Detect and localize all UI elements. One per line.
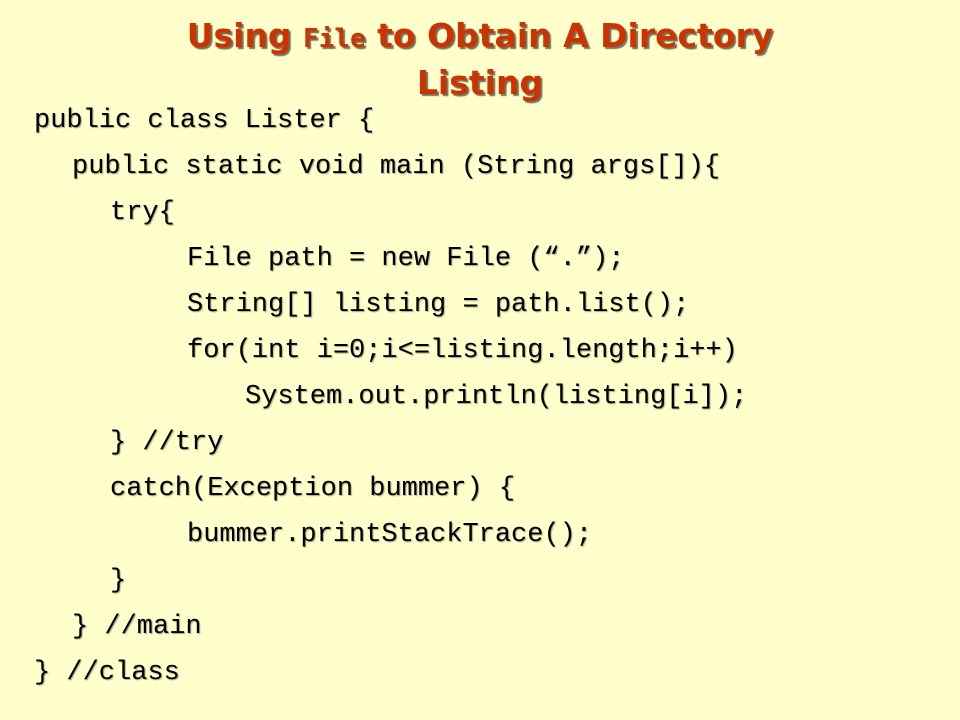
code-line-2: public static void main (String args[]){ — [72, 152, 721, 182]
code-line-1: public class Lister { — [34, 106, 375, 136]
code-line-10: bummer.printStackTrace(); — [187, 520, 593, 550]
title-text-start: Using — [186, 16, 304, 55]
title-line-1: Using File to Obtain A Directory — [0, 14, 960, 61]
title-line-2: Listing — [416, 63, 544, 102]
code-line-11: } — [110, 566, 127, 596]
code-line-4: File path = new File (“.”); — [187, 244, 625, 274]
code-line-6: for(int i=0;i<=listing.length;i++) — [187, 336, 738, 366]
code-line-3: try{ — [110, 198, 175, 228]
code-line-12: } //main — [72, 612, 202, 642]
title-text-end: to Obtain A Directory — [365, 16, 774, 55]
code-line-13: } //class — [34, 658, 180, 688]
code-line-7: System.out.println(listing[i]); — [245, 382, 748, 412]
slide-title: Using File to Obtain A Directory Listing — [0, 14, 960, 105]
code-line-8: } //try — [110, 428, 224, 458]
title-code-word: File — [303, 24, 366, 54]
code-line-5: String[] listing = path.list(); — [187, 290, 690, 320]
code-line-9: catch(Exception bummer) { — [110, 474, 516, 504]
